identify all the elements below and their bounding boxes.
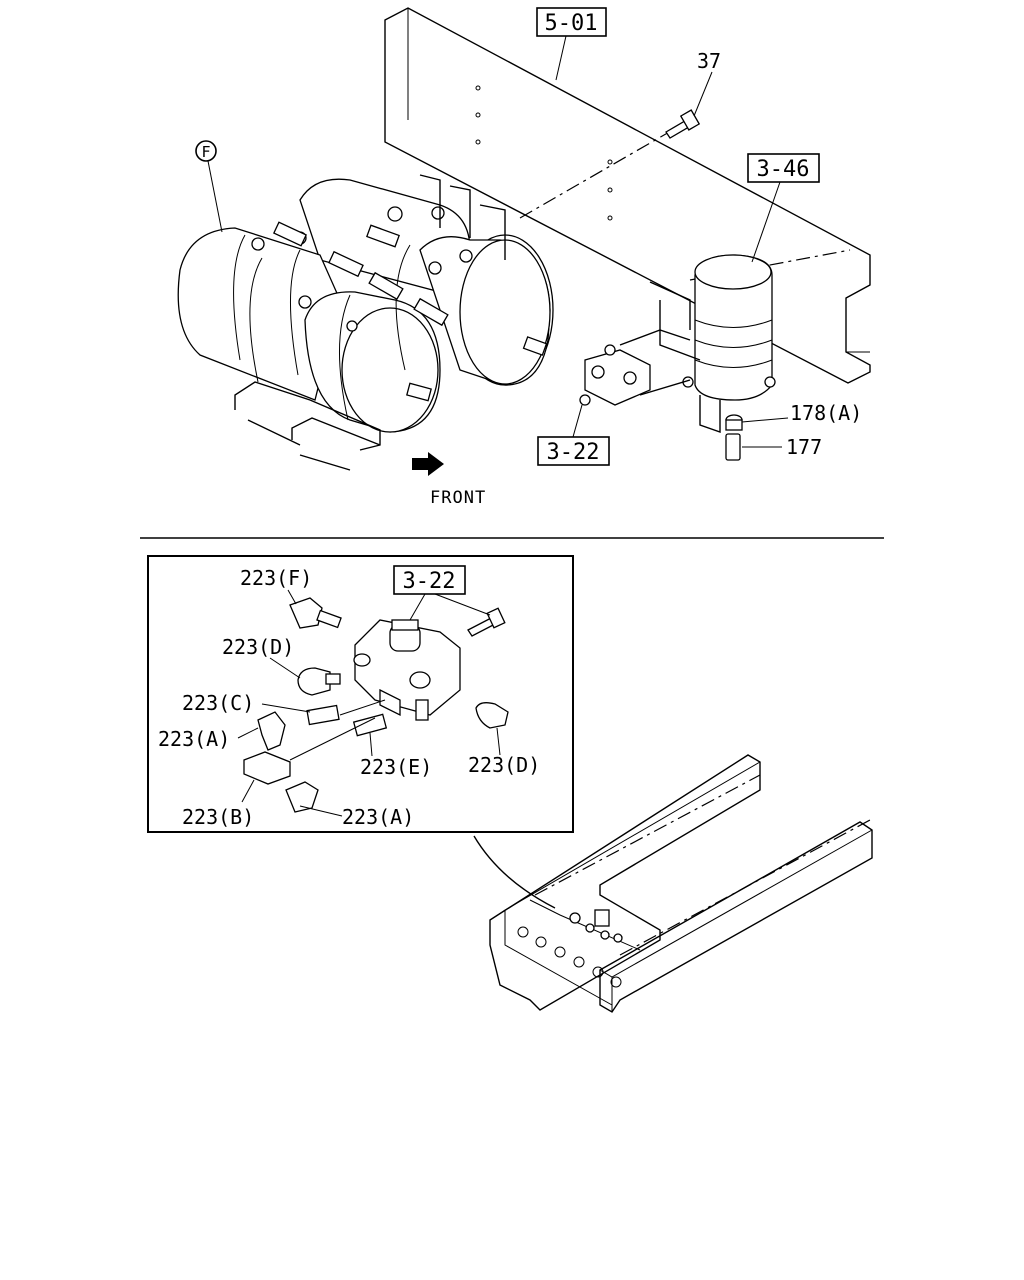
fitting-223a-left (257, 711, 286, 751)
ref-box-5-01[interactable]: 5-01 (536, 7, 607, 37)
fitting-223e (352, 713, 388, 737)
label-223d-right: 223(D) (468, 753, 540, 777)
ref-label-5-01: 5-01 (545, 11, 598, 36)
part-178a-label: 178(A) (790, 401, 862, 425)
part-177 (725, 433, 741, 461)
label-223a-left: 223(A) (158, 727, 230, 751)
inset-leader-curve (473, 835, 556, 909)
ref-box-3-22-inset[interactable]: 3-22 (393, 565, 466, 595)
front-label: FRONT (430, 488, 486, 508)
front-arrow-icon (412, 452, 444, 476)
ref-box-3-22-top[interactable]: 3-22 (537, 436, 610, 466)
part-178a (725, 414, 743, 431)
ref-label-3-22-inset: 3-22 (403, 569, 456, 594)
ref-label-3-46: 3-46 (757, 157, 810, 182)
fitting-223d-left (297, 667, 341, 696)
chassis-centerline-2 (619, 819, 871, 956)
ref-label-3-22-top: 3-22 (547, 440, 600, 465)
valve-assembly-top (579, 329, 691, 406)
label-223b: 223(B) (182, 805, 254, 829)
chassis-centerline (534, 774, 761, 896)
ref-box-3-46[interactable]: 3-46 (747, 153, 820, 183)
label-223f: 223(F) (240, 566, 312, 590)
label-223e: 223(E) (360, 755, 432, 779)
valve-body-detail (353, 619, 461, 721)
fitting-223a-bottom (285, 781, 319, 813)
detail-inset (147, 555, 574, 833)
label-223d-left: 223(D) (222, 635, 294, 659)
air-dryer (649, 254, 776, 433)
callout-f[interactable]: F (195, 140, 217, 162)
label-223c: 223(C) (182, 691, 254, 715)
fitting-223f (289, 597, 342, 629)
air-tank-assembly (177, 174, 554, 471)
centerline (519, 119, 691, 219)
chassis-frame (489, 754, 873, 1013)
part-37-label: 37 (697, 49, 721, 73)
bolt-37 (665, 71, 713, 139)
callout-f-label: F (201, 143, 210, 161)
frame-rail (384, 7, 871, 384)
fitting-223c (306, 704, 340, 726)
fitting-223b (243, 751, 291, 785)
part-177-label: 177 (786, 435, 822, 459)
fitting-223d-right (475, 702, 509, 729)
bolt-detail (467, 607, 506, 637)
label-223a-bottom: 223(A) (342, 805, 414, 829)
